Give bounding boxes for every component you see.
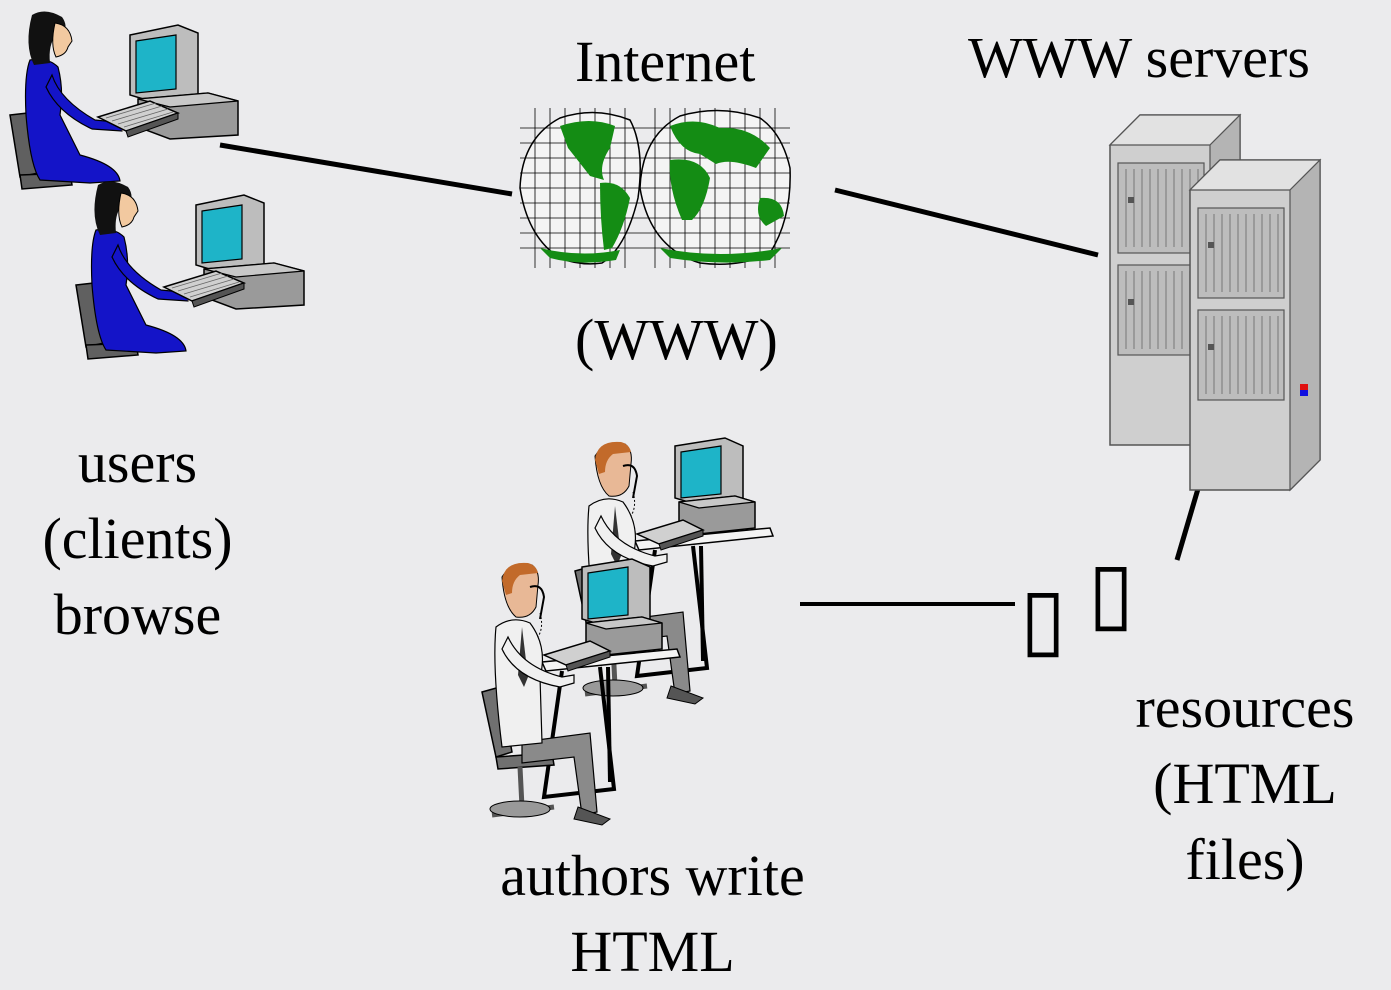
link-users-internet: [219, 142, 513, 197]
woman-at-computer-icon: [75, 180, 305, 360]
resources-label: resources (HTML files): [1120, 670, 1370, 898]
file-icon: ▯: [1020, 573, 1067, 666]
file-icon: ▯: [1088, 547, 1135, 640]
users-label: users (clients) browse: [30, 425, 245, 653]
server-tower-icon: [1109, 114, 1321, 491]
resources-label-line: resources: [1135, 675, 1355, 740]
authors-label: authors write HTML: [480, 838, 825, 990]
globe-map-icon: [519, 108, 791, 268]
resources-label-line: (HTML: [1153, 751, 1337, 816]
resources-label-line: files): [1185, 827, 1305, 892]
users-label-line: browse: [53, 582, 222, 647]
users-label-line: users: [77, 430, 198, 495]
authors-illustration: [482, 438, 773, 825]
internet-label: Internet: [575, 29, 756, 94]
authors-label-line: authors write: [500, 843, 805, 908]
www-label: (WWW): [575, 307, 778, 372]
woman-at-computer-icon: [9, 10, 239, 190]
authors-label-line: HTML: [570, 919, 735, 984]
www-servers-label: WWW servers: [968, 25, 1310, 90]
users-label-line: (clients): [42, 506, 233, 571]
link-internet-servers: [834, 187, 1099, 258]
users-illustration: [9, 10, 305, 360]
